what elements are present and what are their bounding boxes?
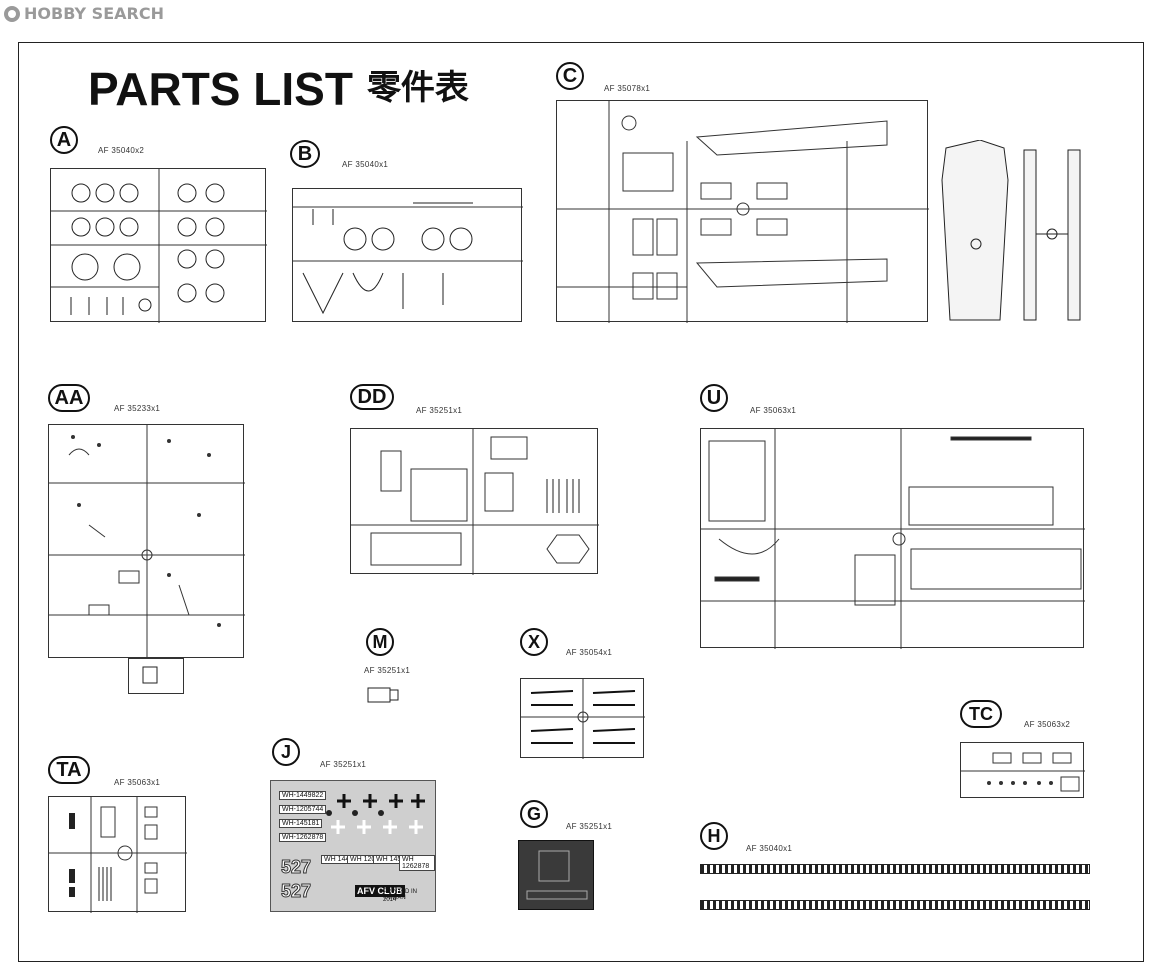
sprue-ref-h: AF 35040x1 — [746, 844, 793, 853]
sprue-c-hull-top — [940, 140, 1010, 322]
sprue-label-tc: TC — [960, 700, 1002, 728]
sprue-label-h: H — [700, 822, 728, 850]
hobby-search-logo-icon — [4, 5, 20, 22]
decal-sheet-j: WH-1449822 WH-1205744 WH-145181 WH-12628… — [270, 780, 436, 912]
sprue-ref-b: AF 35040x1 — [342, 160, 389, 169]
sprue-ref-aa: AF 35233x1 — [114, 404, 161, 413]
decal-plate: WH-145181 — [279, 819, 323, 828]
sprue-x-parts — [521, 679, 645, 759]
sprue-aa-tab — [128, 658, 184, 694]
decal-year: 2014 — [383, 897, 397, 903]
part-m-drawing — [366, 686, 400, 704]
balkenkreuz-icons — [326, 794, 425, 834]
sprue-aa-parts — [49, 425, 245, 659]
decal-plate: WH-1262878 — [279, 833, 327, 842]
sprue-label-x: X — [520, 628, 548, 656]
sprue-label-j: J — [272, 738, 300, 766]
sprue-label-dd: DD — [350, 384, 394, 410]
sprue-label-c: C — [556, 62, 584, 90]
sprue-tc-parts — [961, 752, 1085, 792]
sprue-c-parts — [557, 101, 929, 323]
afv-club-logo: AFV CLUB — [355, 885, 405, 897]
photo-etch-fret-g — [518, 840, 594, 910]
track-run — [700, 864, 1090, 874]
decal-footer: PRINTED IN TAIWAN — [383, 889, 418, 901]
sprue-ref-a: AF 35040x2 — [98, 146, 145, 155]
sprue-label-u: U — [700, 384, 728, 412]
sprue-aa-drawing — [48, 424, 245, 659]
title-chinese: 零件表 — [366, 69, 469, 107]
decal-number: 527 — [280, 881, 312, 902]
sprue-label-a: A — [50, 126, 78, 154]
sprue-x-drawing — [520, 678, 645, 759]
sprue-ref-u: AF 35063x1 — [750, 406, 797, 415]
sprue-label-b: B — [290, 140, 320, 168]
sprue-ta-parts — [49, 797, 187, 913]
sprue-ref-dd: AF 35251x1 — [416, 406, 463, 415]
title-main: PARTS LIST — [88, 63, 353, 115]
watermark-text: HOBBY SEARCH — [24, 4, 164, 23]
sprue-dd-parts — [351, 429, 599, 575]
sprue-label-g: G — [520, 800, 548, 828]
page-title: PARTS LIST 零件表 — [88, 62, 469, 116]
sprue-ref-g: AF 35251x1 — [566, 822, 613, 831]
sprue-ta-drawing — [48, 796, 187, 913]
sprue-b-parts — [293, 202, 523, 315]
sprue-ref-ta: AF 35063x1 — [114, 778, 161, 787]
decal-plate: WH-1205744 — [279, 805, 327, 814]
decal-small-plate: WH 1262878 — [399, 855, 435, 871]
sprue-ref-m: AF 35251x1 — [364, 666, 411, 675]
sprue-a-drawing — [50, 168, 267, 323]
sprue-b-drawing — [292, 188, 523, 322]
sprue-a-parts — [51, 169, 267, 323]
sprue-c-drawing — [556, 100, 929, 323]
decal-plate: WH-1449822 — [279, 791, 327, 800]
decal-number: 527 — [280, 857, 312, 878]
sprue-ref-c: AF 35078x1 — [604, 84, 651, 93]
sprue-u-parts — [701, 429, 1085, 649]
track-run — [700, 900, 1090, 910]
sprue-dd-drawing — [350, 428, 599, 575]
sprue-tc-drawing — [960, 742, 1085, 798]
sprue-ref-j: AF 35251x1 — [320, 760, 367, 769]
sprue-label-aa: AA — [48, 384, 90, 412]
sprue-ref-tc: AF 35063x2 — [1024, 720, 1071, 729]
sprue-label-ta: TA — [48, 756, 90, 784]
sprue-u-drawing — [700, 428, 1085, 649]
watermark: HOBBY SEARCH — [4, 4, 164, 23]
sprue-label-m: M — [366, 628, 394, 656]
sprue-c-hull-side — [1022, 144, 1084, 322]
sprue-ref-x: AF 35054x1 — [566, 648, 613, 657]
